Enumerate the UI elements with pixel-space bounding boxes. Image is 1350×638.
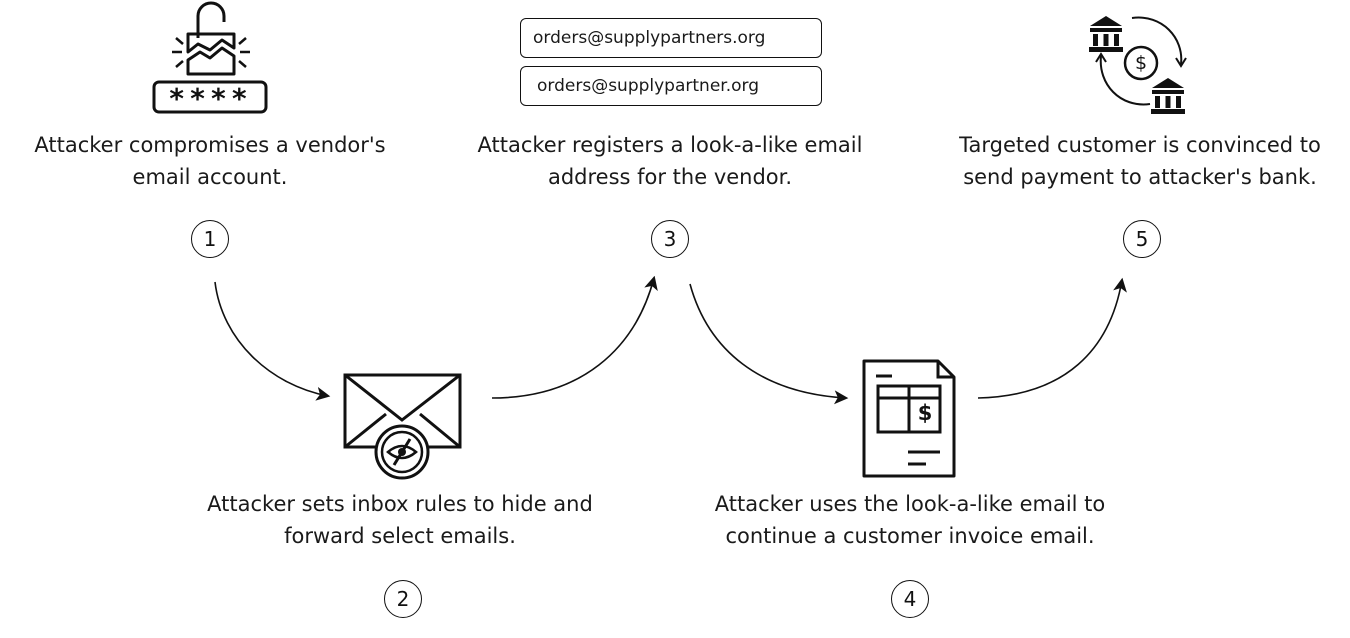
step-1-caption: Attacker compromises a vendor's email ac… <box>34 133 386 189</box>
bank-icon <box>1151 78 1185 114</box>
lookalike-email: orders@supplypartner.org <box>520 66 822 106</box>
step-1-number: 1 <box>191 220 229 258</box>
step-5-number: 5 <box>1123 220 1161 258</box>
arrow-1-to-2 <box>214 281 331 401</box>
password-mask: **** <box>168 82 252 115</box>
padlock-password-icon <box>152 1 268 114</box>
invoice-document-icon <box>862 359 956 478</box>
bank-icon <box>1089 16 1123 52</box>
step-3-number: 3 <box>651 220 689 258</box>
invoice-dollar-symbol: $ <box>917 401 933 425</box>
hidden-eye-icon <box>386 438 418 466</box>
bank-transfer-icon <box>1089 16 1187 114</box>
coin-dollar-symbol: $ <box>1134 52 1148 74</box>
envelope-hidden-icon <box>343 373 462 480</box>
arrow-3-to-4 <box>689 283 849 405</box>
step-5-caption: Targeted customer is convinced to send p… <box>959 133 1321 189</box>
step-2-caption: Attacker sets inbox rules to hide and fo… <box>207 492 593 548</box>
arrow-4-to-5 <box>977 277 1127 399</box>
step-4-number: 4 <box>891 580 929 618</box>
step-2-number: 2 <box>384 580 422 618</box>
real-vendor-email: orders@supplypartners.org <box>520 18 822 58</box>
step-3-caption: Attacker registers a look-a-like email a… <box>477 133 863 189</box>
step-4-caption: Attacker uses the look-a-like email to c… <box>714 492 1106 548</box>
arrow-2-to-3 <box>491 275 658 399</box>
